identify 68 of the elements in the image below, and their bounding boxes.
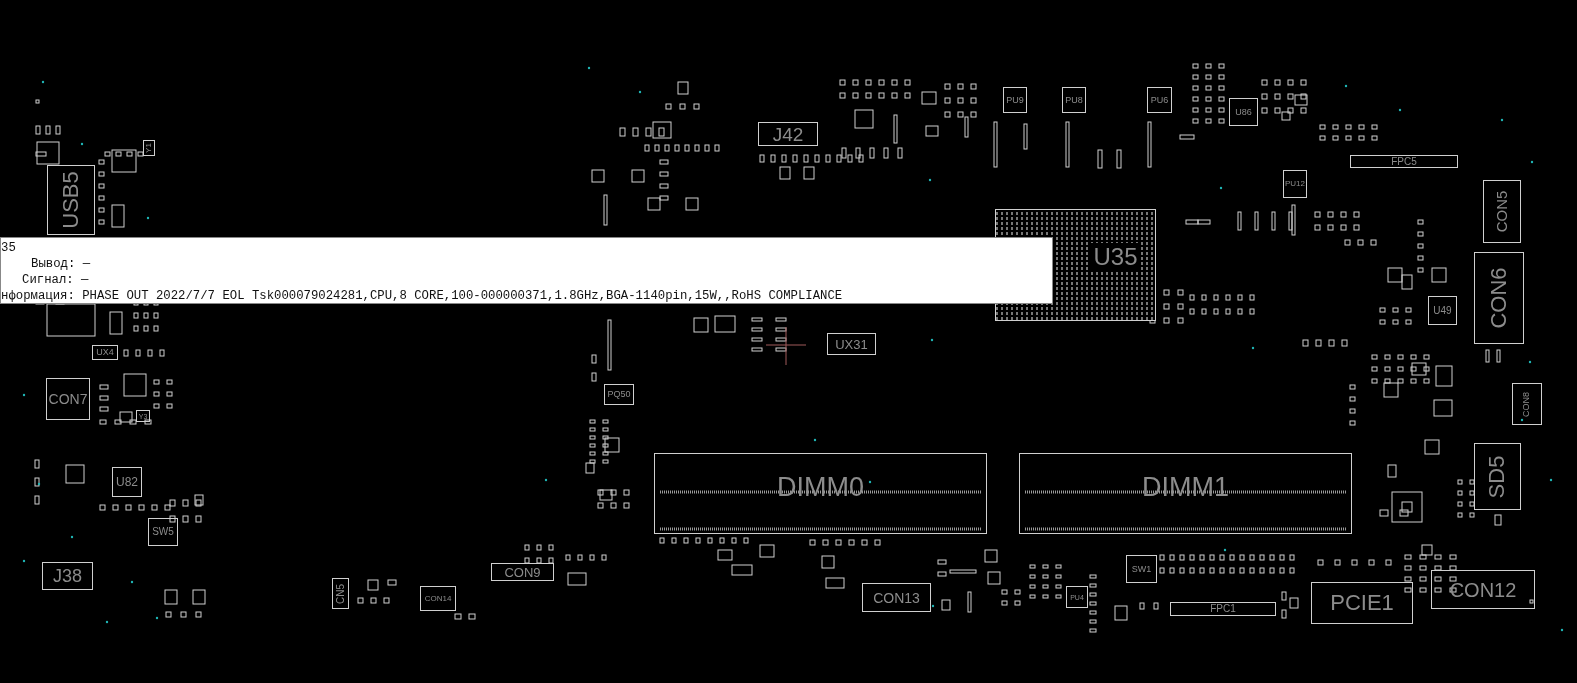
chip (1428, 296, 1457, 325)
tooltip-title: 35 (1, 240, 16, 256)
connector (1431, 570, 1535, 609)
component-label: CON9 (504, 565, 541, 579)
component-label: CON8 (1522, 391, 1532, 417)
chip (1147, 87, 1172, 113)
tooltip-line: нформация: PHASE OUT 2022/7/7 EOL Tsk000079024281,CPU,8 CORE,100-000000371,1.8GHz,BGA-1140pin,15W,,RoHS COMPLIANCE (1, 288, 843, 304)
connector (491, 563, 554, 581)
chip (1229, 98, 1258, 126)
tooltip-line: Вывод: — (30, 256, 91, 272)
component-label: CON5 (1494, 190, 1510, 233)
component-label: CON12 (1449, 579, 1517, 600)
component-label: CN5 (335, 583, 346, 604)
tooltip-line: Сигнал: — (21, 272, 89, 288)
component-label: SW5 (152, 527, 174, 537)
component-label: PQ50 (607, 390, 631, 399)
component-label: CON13 (873, 590, 920, 605)
component-label: PU6 (1150, 95, 1169, 105)
component-label: SW1 (1131, 564, 1152, 574)
component-label: CON14 (424, 594, 452, 603)
component-label: PU9 (1006, 95, 1024, 105)
chip (112, 467, 142, 497)
component-label: UX31 (835, 337, 868, 351)
connector (1512, 383, 1542, 425)
connector (332, 578, 349, 609)
chip (1066, 586, 1088, 608)
connector (1311, 582, 1413, 624)
memory-slot (654, 453, 987, 534)
chip (1283, 170, 1307, 198)
connector (420, 586, 456, 611)
connector (1483, 180, 1521, 243)
connector (862, 583, 931, 612)
flex-connector (1170, 602, 1276, 616)
component-label: U49 (1433, 305, 1452, 316)
component-label: J42 (772, 124, 804, 144)
connector (758, 122, 818, 146)
component-label: PCIE1 (1330, 592, 1394, 614)
connector (42, 562, 93, 590)
flex-connector (1350, 155, 1458, 168)
component-label: Y1 (145, 143, 153, 153)
chip (604, 384, 634, 405)
component-label: FPC5 (1391, 156, 1417, 167)
component-label: DIMM0 (777, 474, 864, 501)
switch (148, 518, 178, 546)
component-label: PU8 (1065, 95, 1083, 105)
component-label: SD5 (1486, 455, 1509, 498)
component-label: CON7 (48, 392, 88, 406)
info-tooltip (0, 237, 1053, 304)
component-label: UX4 (96, 348, 114, 357)
component-label: USB5 (60, 171, 82, 229)
chip (92, 345, 118, 360)
component-label: FPC1 (1210, 604, 1236, 614)
switch (1126, 555, 1157, 583)
component-label: J38 (53, 567, 82, 585)
usb-connector (47, 165, 95, 235)
component-label: DIMM1 (1142, 474, 1229, 501)
connector (1474, 252, 1524, 344)
component-label: U35 (1091, 243, 1140, 271)
chip (1003, 87, 1027, 113)
card-slot (1474, 443, 1521, 510)
component-label: U86 (1235, 107, 1252, 117)
component-label: U82 (116, 476, 138, 488)
chip (1062, 87, 1086, 113)
chip (827, 333, 876, 355)
component-label: PU12 (1285, 180, 1305, 188)
memory-slot (1019, 453, 1352, 534)
component-label: CON6 (1488, 267, 1510, 329)
connector (46, 378, 90, 420)
